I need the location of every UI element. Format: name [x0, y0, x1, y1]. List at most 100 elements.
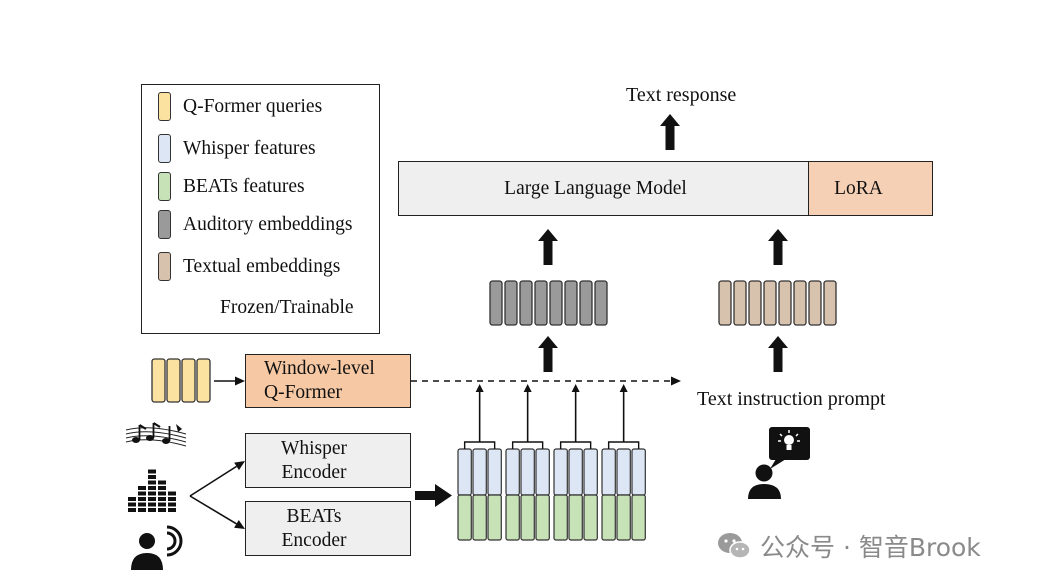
token [793, 280, 807, 326]
qformer-output-arrow [538, 336, 558, 372]
whisper-feature-token [553, 448, 568, 496]
whisper-encoder-box: Whisper Encoder [245, 433, 411, 488]
token [823, 280, 837, 326]
legend-swatch [158, 92, 171, 121]
textual-embeddings-row [718, 280, 837, 326]
whisper-feature-token [487, 448, 502, 496]
legend-label: Q-Former queries [183, 95, 323, 117]
whisper-feature-token [631, 448, 646, 496]
whisper-feature-token [568, 448, 583, 496]
token [166, 358, 181, 403]
qformer-label-line2: Q-Former [264, 382, 342, 403]
window-bracket [511, 441, 544, 449]
token [534, 280, 548, 326]
token [594, 280, 608, 326]
wechat-icon [718, 533, 751, 559]
window-to-qformer-arrow [475, 384, 484, 442]
qformer-label-line1: Window-level [264, 358, 375, 379]
legend-item-frozen-trainable: Frozen/Trainable [156, 297, 354, 319]
beats-feature-token [568, 494, 583, 541]
beats-feature-token [520, 494, 535, 541]
token [778, 280, 792, 326]
token [504, 280, 518, 326]
dashed-arrowhead [671, 376, 681, 386]
legend-swatch [158, 172, 171, 201]
legend-item-auditory-embeddings: Auditory embeddings [142, 210, 353, 239]
beats-encoder-line2: Encoder [281, 529, 347, 551]
speaking-person-icon [131, 525, 183, 570]
lora-label: LoRA [834, 177, 883, 199]
window-bracket [559, 441, 592, 449]
beats-feature-token [457, 494, 472, 541]
whisper-feature-token [457, 448, 472, 496]
window-bracket [607, 441, 640, 449]
watermark-text: 公众号 · 智音Brook [760, 533, 981, 562]
window-to-qformer-arrow [571, 384, 580, 442]
audio-to-beats-arrow [189, 495, 245, 529]
qformer-queries-row [151, 358, 211, 403]
token [564, 280, 578, 326]
output-arrow [660, 114, 680, 150]
legend-swatch [158, 210, 171, 239]
lora-box: LoRA [808, 161, 933, 216]
legend-label: Frozen/Trainable [220, 297, 354, 318]
music-notes-icon [125, 422, 187, 447]
legend-item-whisper-features: Whisper features [142, 134, 316, 163]
audio-to-whisper-arrow [189, 461, 245, 497]
beats-feature-token [616, 494, 631, 541]
legend-item-beats-features: BEATs features [142, 172, 305, 201]
text-instruction-prompt-label: Text instruction prompt [697, 388, 886, 410]
watermark: 公众号 · 智音Brook [716, 528, 981, 564]
whisper-feature-token [616, 448, 631, 496]
beats-feature-token [601, 494, 616, 541]
token [151, 358, 166, 403]
beats-feature-token [583, 494, 598, 541]
legend-item-qformer-queries: Q-Former queries [142, 92, 322, 121]
window-to-qformer-arrow [523, 384, 532, 442]
auditory-to-llm-arrow [538, 229, 558, 265]
legend-label: Auditory embeddings [183, 213, 353, 235]
queries-to-qformer-arrow [214, 376, 245, 386]
feature-windows [457, 441, 646, 541]
text-response-label: Text response [626, 84, 737, 106]
token [718, 280, 732, 326]
equalizer-icon [128, 469, 176, 512]
token [808, 280, 822, 326]
token [748, 280, 762, 326]
token [733, 280, 747, 326]
token [181, 358, 196, 403]
llm-label: Large Language Model [504, 177, 687, 199]
prompt-to-embedding-arrow [768, 336, 788, 372]
window-bracket [463, 441, 496, 449]
legend-swatch [158, 252, 171, 281]
llm-box: Large Language Model [398, 161, 809, 216]
beats-feature-token [553, 494, 568, 541]
legend-item-textual-embeddings: Textual embeddings [142, 252, 340, 281]
legend: Q-Former queries Whisper features BEATs … [141, 84, 380, 334]
beats-feature-token [487, 494, 502, 541]
whisper-feature-token [505, 448, 520, 496]
legend-label: Whisper features [183, 137, 316, 159]
token [579, 280, 593, 326]
beats-feature-token [631, 494, 646, 541]
whisper-feature-token [583, 448, 598, 496]
whisper-feature-token [601, 448, 616, 496]
token [763, 280, 777, 326]
token [196, 358, 211, 403]
beats-encoder-line1: BEATs [286, 505, 342, 527]
token [549, 280, 563, 326]
legend-label: Textual embeddings [183, 255, 341, 277]
legend-swatch [158, 134, 171, 163]
whisper-feature-token [535, 448, 550, 496]
whisper-encoder-line1: Whisper [280, 437, 348, 459]
beats-encoder-box: BEATs Encoder [245, 501, 411, 556]
window-to-qformer-arrow [619, 384, 628, 442]
whisper-encoder-line2: Encoder [281, 461, 347, 483]
legend-label: BEATs features [183, 175, 305, 197]
beats-feature-token [472, 494, 487, 541]
window-qformer-box: Window-level Q-Former [245, 354, 411, 408]
whisper-feature-token [520, 448, 535, 496]
token [489, 280, 503, 326]
